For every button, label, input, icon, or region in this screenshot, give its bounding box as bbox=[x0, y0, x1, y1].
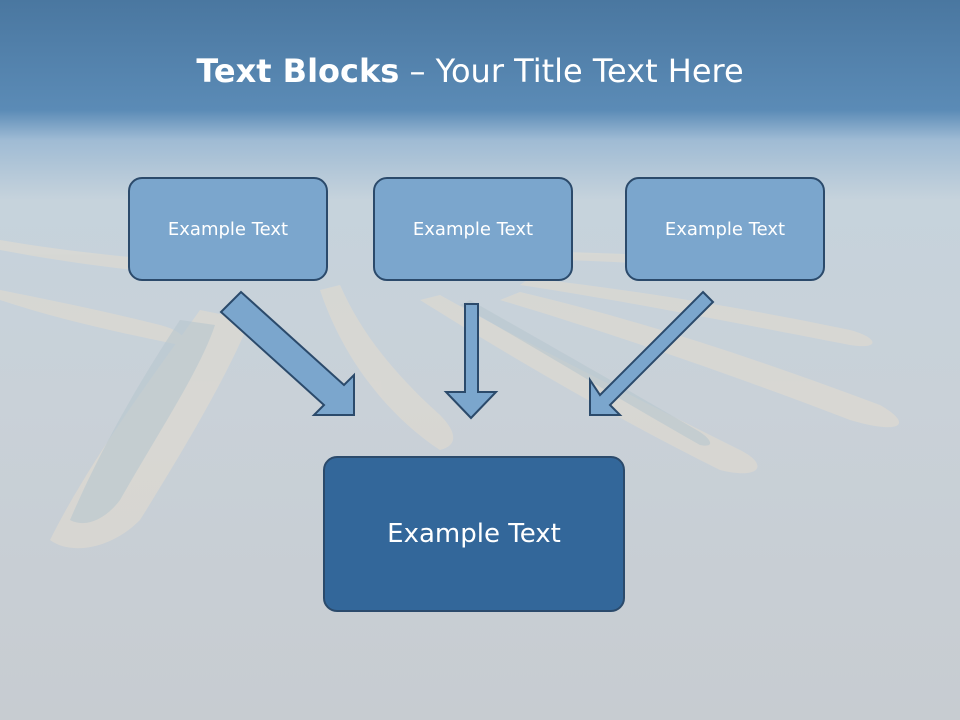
text-block-3[interactable]: Example Text bbox=[625, 177, 825, 281]
arrow-left-diagonal bbox=[219, 290, 355, 416]
title-rest-text: – Your Title Text Here bbox=[399, 52, 744, 90]
text-block-2[interactable]: Example Text bbox=[373, 177, 573, 281]
title-bold-text: Text Blocks bbox=[196, 52, 400, 90]
text-block-1[interactable]: Example Text bbox=[128, 177, 328, 281]
text-block-result[interactable]: Example Text bbox=[323, 456, 625, 612]
arrow-right-diagonal bbox=[589, 290, 715, 416]
arrow-center-down bbox=[443, 303, 499, 420]
slide-title: Text Blocks – Your Title Text Here bbox=[0, 52, 940, 90]
